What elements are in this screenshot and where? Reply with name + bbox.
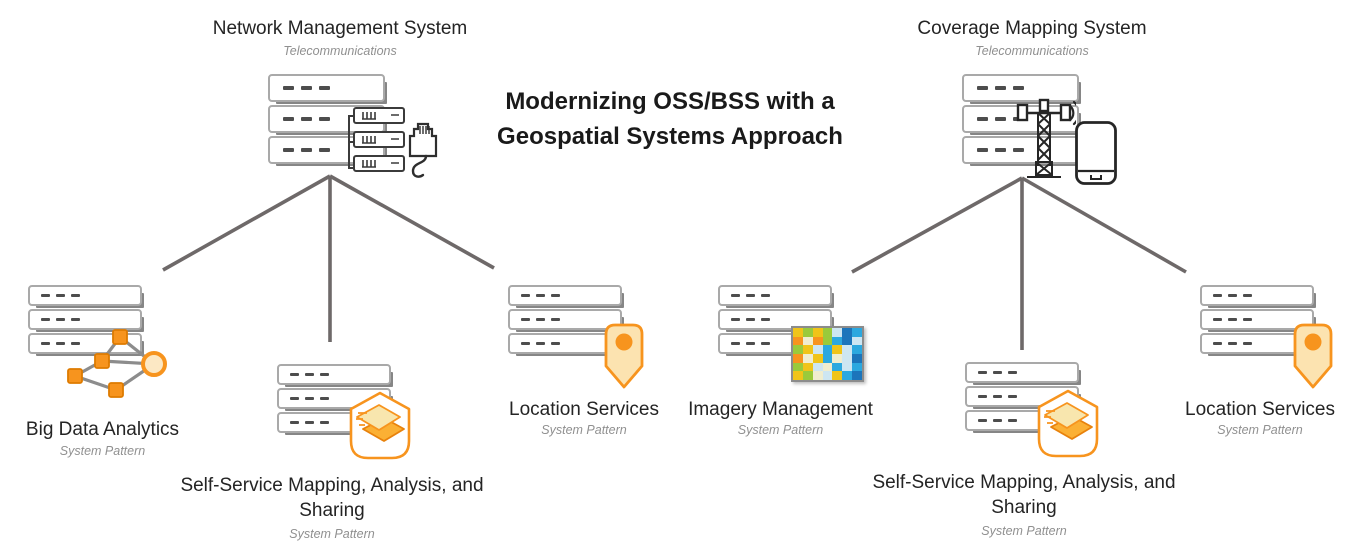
server-row [965, 362, 1079, 383]
server-row [1200, 285, 1314, 306]
node-sublabel-system-pattern: System Pattern [1217, 423, 1303, 437]
server-row [28, 285, 142, 306]
node-sublabel-system-pattern: System Pattern [59, 444, 146, 458]
layers-badge-icon [1037, 389, 1099, 458]
map-pin-icon [1293, 323, 1333, 389]
network-patch-cable-icon [348, 107, 438, 178]
node-label-location-services: Location Services [1185, 399, 1335, 420]
node-label-coverage-mapping-system: Coverage Mapping System [917, 18, 1147, 39]
server-stack-icon [277, 364, 391, 436]
server-row [508, 309, 622, 330]
server-stack-icon [28, 285, 142, 357]
network-graph-icon [67, 329, 167, 398]
diagram-title-line2: Geospatial Systems Approach [497, 123, 843, 150]
server-stack-icon [965, 362, 1079, 434]
server-row [508, 285, 622, 306]
node-sublabel-system-pattern: System Pattern [737, 423, 824, 437]
layers-badge-icon [349, 391, 411, 460]
cell-tower-icon [1016, 98, 1076, 178]
server-row [28, 309, 142, 330]
node-label-imagery-management: Imagery Management [688, 399, 873, 420]
server-row [718, 285, 832, 306]
node-sublabel-system-pattern: System Pattern [541, 423, 627, 437]
server-row [1200, 309, 1314, 330]
node-sublabel-system-pattern: System Pattern [289, 527, 375, 541]
node-label-self-service-mapping: Self-Service Mapping, Analysis, and Shar… [180, 475, 484, 521]
map-pin-icon [604, 323, 644, 389]
diagram-title: Modernizing OSS/BSS with a Geospatial Sy… [440, 84, 900, 154]
node-label-network-management-system: Network Management System [212, 18, 468, 39]
server-row [962, 74, 1079, 102]
node-label-location-services: Location Services [509, 399, 659, 420]
server-row [962, 136, 1079, 164]
smartphone-icon [1075, 121, 1117, 185]
node-sublabel-telecommunications: Telecommunications [975, 44, 1089, 58]
diagram-title-line1: Modernizing OSS/BSS with a [505, 88, 835, 115]
server-row [718, 309, 832, 330]
node-sublabel-telecommunications: Telecommunications [283, 44, 397, 58]
node-sublabel-system-pattern: System Pattern [981, 524, 1067, 538]
imagery-pixels-icon [791, 326, 864, 382]
node-label-self-service-mapping: Self-Service Mapping, Analysis, and Shar… [872, 472, 1176, 518]
server-stack-icon [508, 285, 622, 357]
node-label-big-data-analytics: Big Data Analytics [25, 419, 180, 440]
server-stack-icon [1200, 285, 1314, 357]
server-row [277, 364, 391, 385]
server-row [268, 74, 385, 102]
